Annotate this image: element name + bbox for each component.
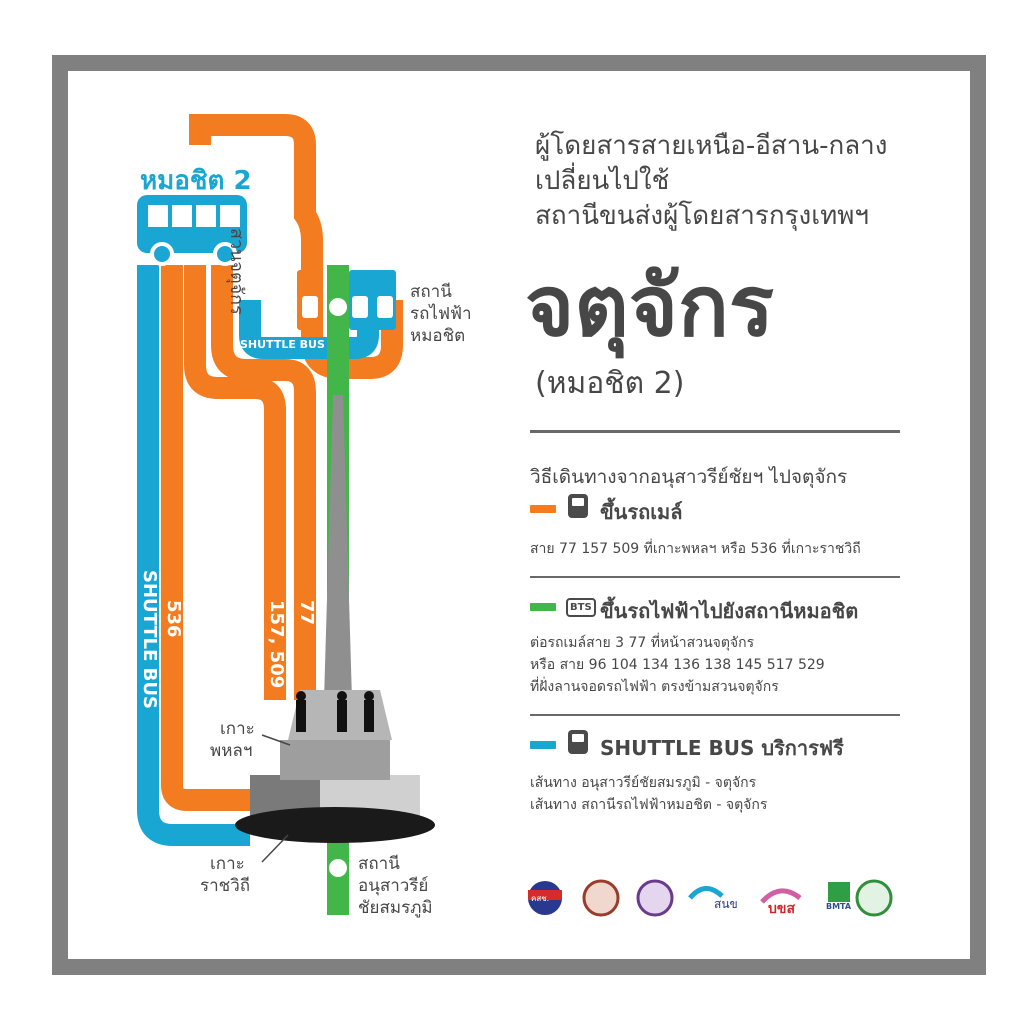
route-label-157-509: 157, 509 bbox=[266, 600, 287, 689]
heading-divider bbox=[530, 430, 900, 433]
bus-icon bbox=[568, 494, 588, 518]
road-label: สวนจตุจักร bbox=[226, 228, 247, 315]
mochit-station-name-3: หมอชิต bbox=[410, 326, 466, 346]
bus-536-route-line bbox=[161, 265, 255, 811]
monument-statues bbox=[296, 691, 374, 732]
bts-title: ขึ้นรถไฟฟ้าไปยังสถานีหมอชิต bbox=[600, 599, 859, 623]
shuttle-title: SHUTTLE BUS บริการฟรี bbox=[600, 736, 844, 760]
bus-detail: สาย 77 157 509 ที่เกาะพหลฯ หรือ 536 ที่เ… bbox=[530, 541, 861, 557]
route-label-77: 77 bbox=[296, 600, 317, 626]
sponsor-logos bbox=[528, 879, 893, 917]
logo-label-5: บขส bbox=[768, 901, 796, 917]
heading-line-1: ผู้โดยสารสายเหนือ-อีสาน-กลาง bbox=[535, 131, 888, 161]
mochit-station-name-1: สถานี bbox=[410, 282, 452, 302]
monument-base-mid bbox=[280, 740, 390, 780]
shuttle-detail-1: เส้นทาง อนุสาวรีย์ชัยสมรภูมิ - จตุจักร bbox=[530, 775, 757, 791]
shuttle-tag: SHUTTLE BUS bbox=[240, 338, 325, 351]
mochit-loop-route-line bbox=[189, 114, 403, 379]
phahon-island-2: พหลฯ bbox=[210, 741, 253, 761]
bus-157-509-route-line bbox=[184, 265, 286, 700]
bts-detail-1: ต่อรถเมล์สาย 3 77 ที่หน้าสวนจตุจักร bbox=[530, 635, 755, 651]
heading-line-2: เปลี่ยนไปใช้ bbox=[535, 166, 670, 196]
terminal-label: หมอชิต 2 bbox=[140, 166, 252, 196]
shuttle-legend-dash bbox=[530, 741, 556, 749]
victory-station-name-3: ชัยสมรภูมิ bbox=[358, 898, 433, 918]
bts-icon: BTS bbox=[566, 598, 596, 617]
shuttle-route-line bbox=[137, 265, 250, 846]
monument-obelisk bbox=[324, 395, 352, 700]
shuttle-icon bbox=[568, 730, 588, 754]
victory-station-marker bbox=[329, 859, 347, 877]
bts-detail-2: หรือ สาย 96 104 134 136 138 145 517 529 bbox=[530, 657, 825, 673]
ratchawithi-island-1: เกาะ bbox=[210, 854, 245, 874]
sub-title: (หมอชิต 2) bbox=[535, 366, 685, 401]
bus-legend-dash bbox=[530, 505, 556, 513]
logo-label-6: BMTA bbox=[826, 902, 852, 911]
bts-legend-dash bbox=[530, 603, 556, 611]
logo-label-4: สนข bbox=[714, 897, 738, 911]
shuttle-mochit-route-line bbox=[239, 270, 379, 359]
heading-line-3: สถานีขนส่งผู้โดยสารกรุงเทพฯ bbox=[535, 201, 870, 231]
victory-station-name-2: อนุสาวรีย์ bbox=[358, 876, 429, 896]
phahon-island-1: เกาะ bbox=[220, 719, 255, 739]
mochit-station-name-2: รถไฟฟ้า bbox=[410, 304, 472, 324]
big-title: จตุจักร bbox=[525, 257, 774, 355]
monument-platform bbox=[235, 807, 435, 843]
bts-divider bbox=[530, 714, 900, 716]
ratchawithi-island-2: ราชวิถี bbox=[200, 876, 251, 896]
shuttle-detail-2: เส้นทาง สถานีรถไฟฟ้าหมอชิต - จตุจักร bbox=[530, 797, 768, 813]
bts-detail-3: ที่ฝั่งลานจอดรถไฟฟ้า ตรงข้ามสวนจตุจักร bbox=[530, 679, 779, 695]
mochit-stop-icons bbox=[302, 296, 393, 318]
ratchawithi-leader-line bbox=[261, 834, 289, 863]
route-label-shuttle: SHUTTLE BUS bbox=[139, 570, 160, 709]
bus-title: ขึ้นรถเมล์ bbox=[600, 500, 683, 524]
route-label-536: 536 bbox=[163, 600, 184, 638]
phahon-leader-line bbox=[261, 734, 291, 746]
bus-divider bbox=[530, 576, 900, 578]
logo-label-1: คสช. bbox=[531, 894, 550, 903]
instructions-intro: วิธีเดินทางจากอนุสาวรีย์ชัยฯ ไปจตุจักร bbox=[530, 466, 848, 488]
bus-77-route-line bbox=[211, 265, 316, 700]
terminal-bus-icon bbox=[137, 195, 247, 266]
victory-station-name-1: สถานี bbox=[358, 854, 400, 874]
